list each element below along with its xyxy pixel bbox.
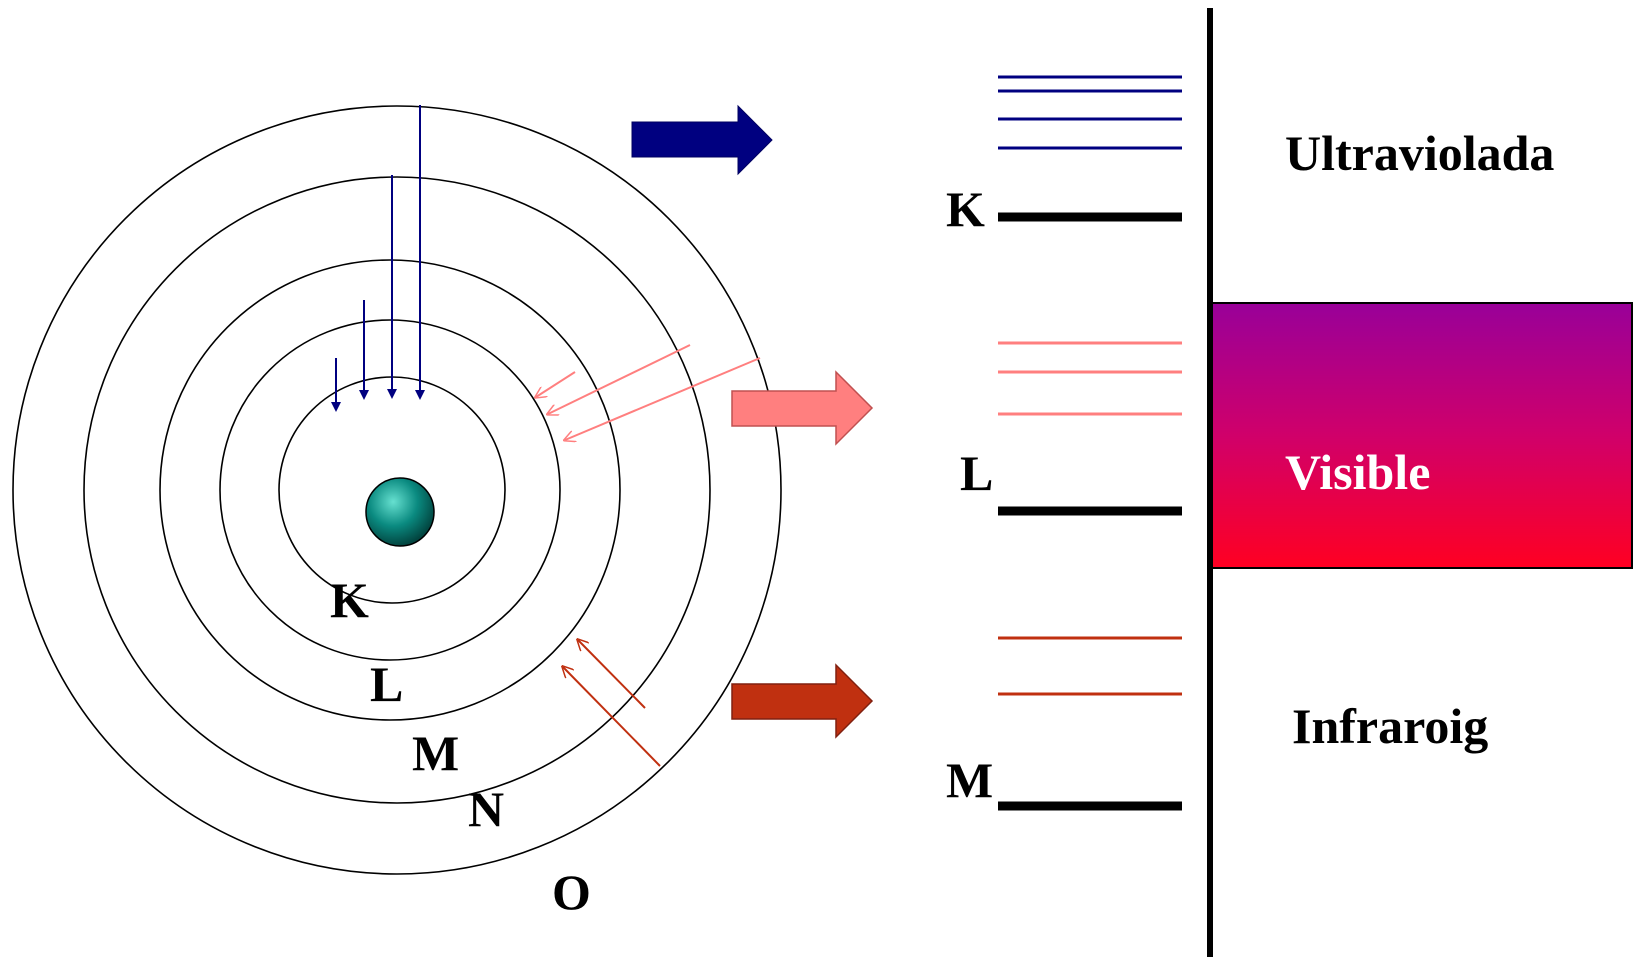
ultraviolet-block-arrow	[632, 106, 772, 174]
shell-label-m: M	[412, 725, 459, 781]
visible-band	[1212, 303, 1632, 568]
visible-transition-arrow	[565, 358, 760, 440]
energy-level-label-l: L	[960, 445, 993, 501]
visible-block-arrow	[732, 372, 872, 444]
nucleus	[366, 478, 434, 546]
energy-level-label-k: K	[946, 181, 985, 237]
infrared-transitions	[563, 640, 660, 766]
visible-label: Visible	[1285, 444, 1430, 500]
shell-label-l: L	[370, 656, 403, 712]
infrared-transition-arrow	[578, 640, 645, 708]
infrared-transition-arrow	[563, 667, 660, 766]
visible-transitions	[536, 345, 760, 440]
ultraviolet-spectral-lines	[998, 77, 1182, 148]
visible-transition-arrow	[536, 372, 575, 397]
infrared-block-arrow	[732, 665, 872, 737]
visible-spectral-lines	[998, 343, 1182, 414]
visible-transition-arrow	[548, 345, 690, 414]
ultraviolet-label: Ultraviolada	[1285, 125, 1554, 181]
shell-label-o: O	[552, 864, 591, 920]
shell-label-n: N	[468, 781, 504, 837]
infrared-label: Infraroig	[1292, 698, 1488, 754]
ultraviolet-transitions	[336, 105, 420, 410]
energy-level-label-m: M	[946, 752, 993, 808]
shell-label-k: K	[330, 572, 369, 628]
infrared-spectral-lines	[998, 638, 1182, 694]
